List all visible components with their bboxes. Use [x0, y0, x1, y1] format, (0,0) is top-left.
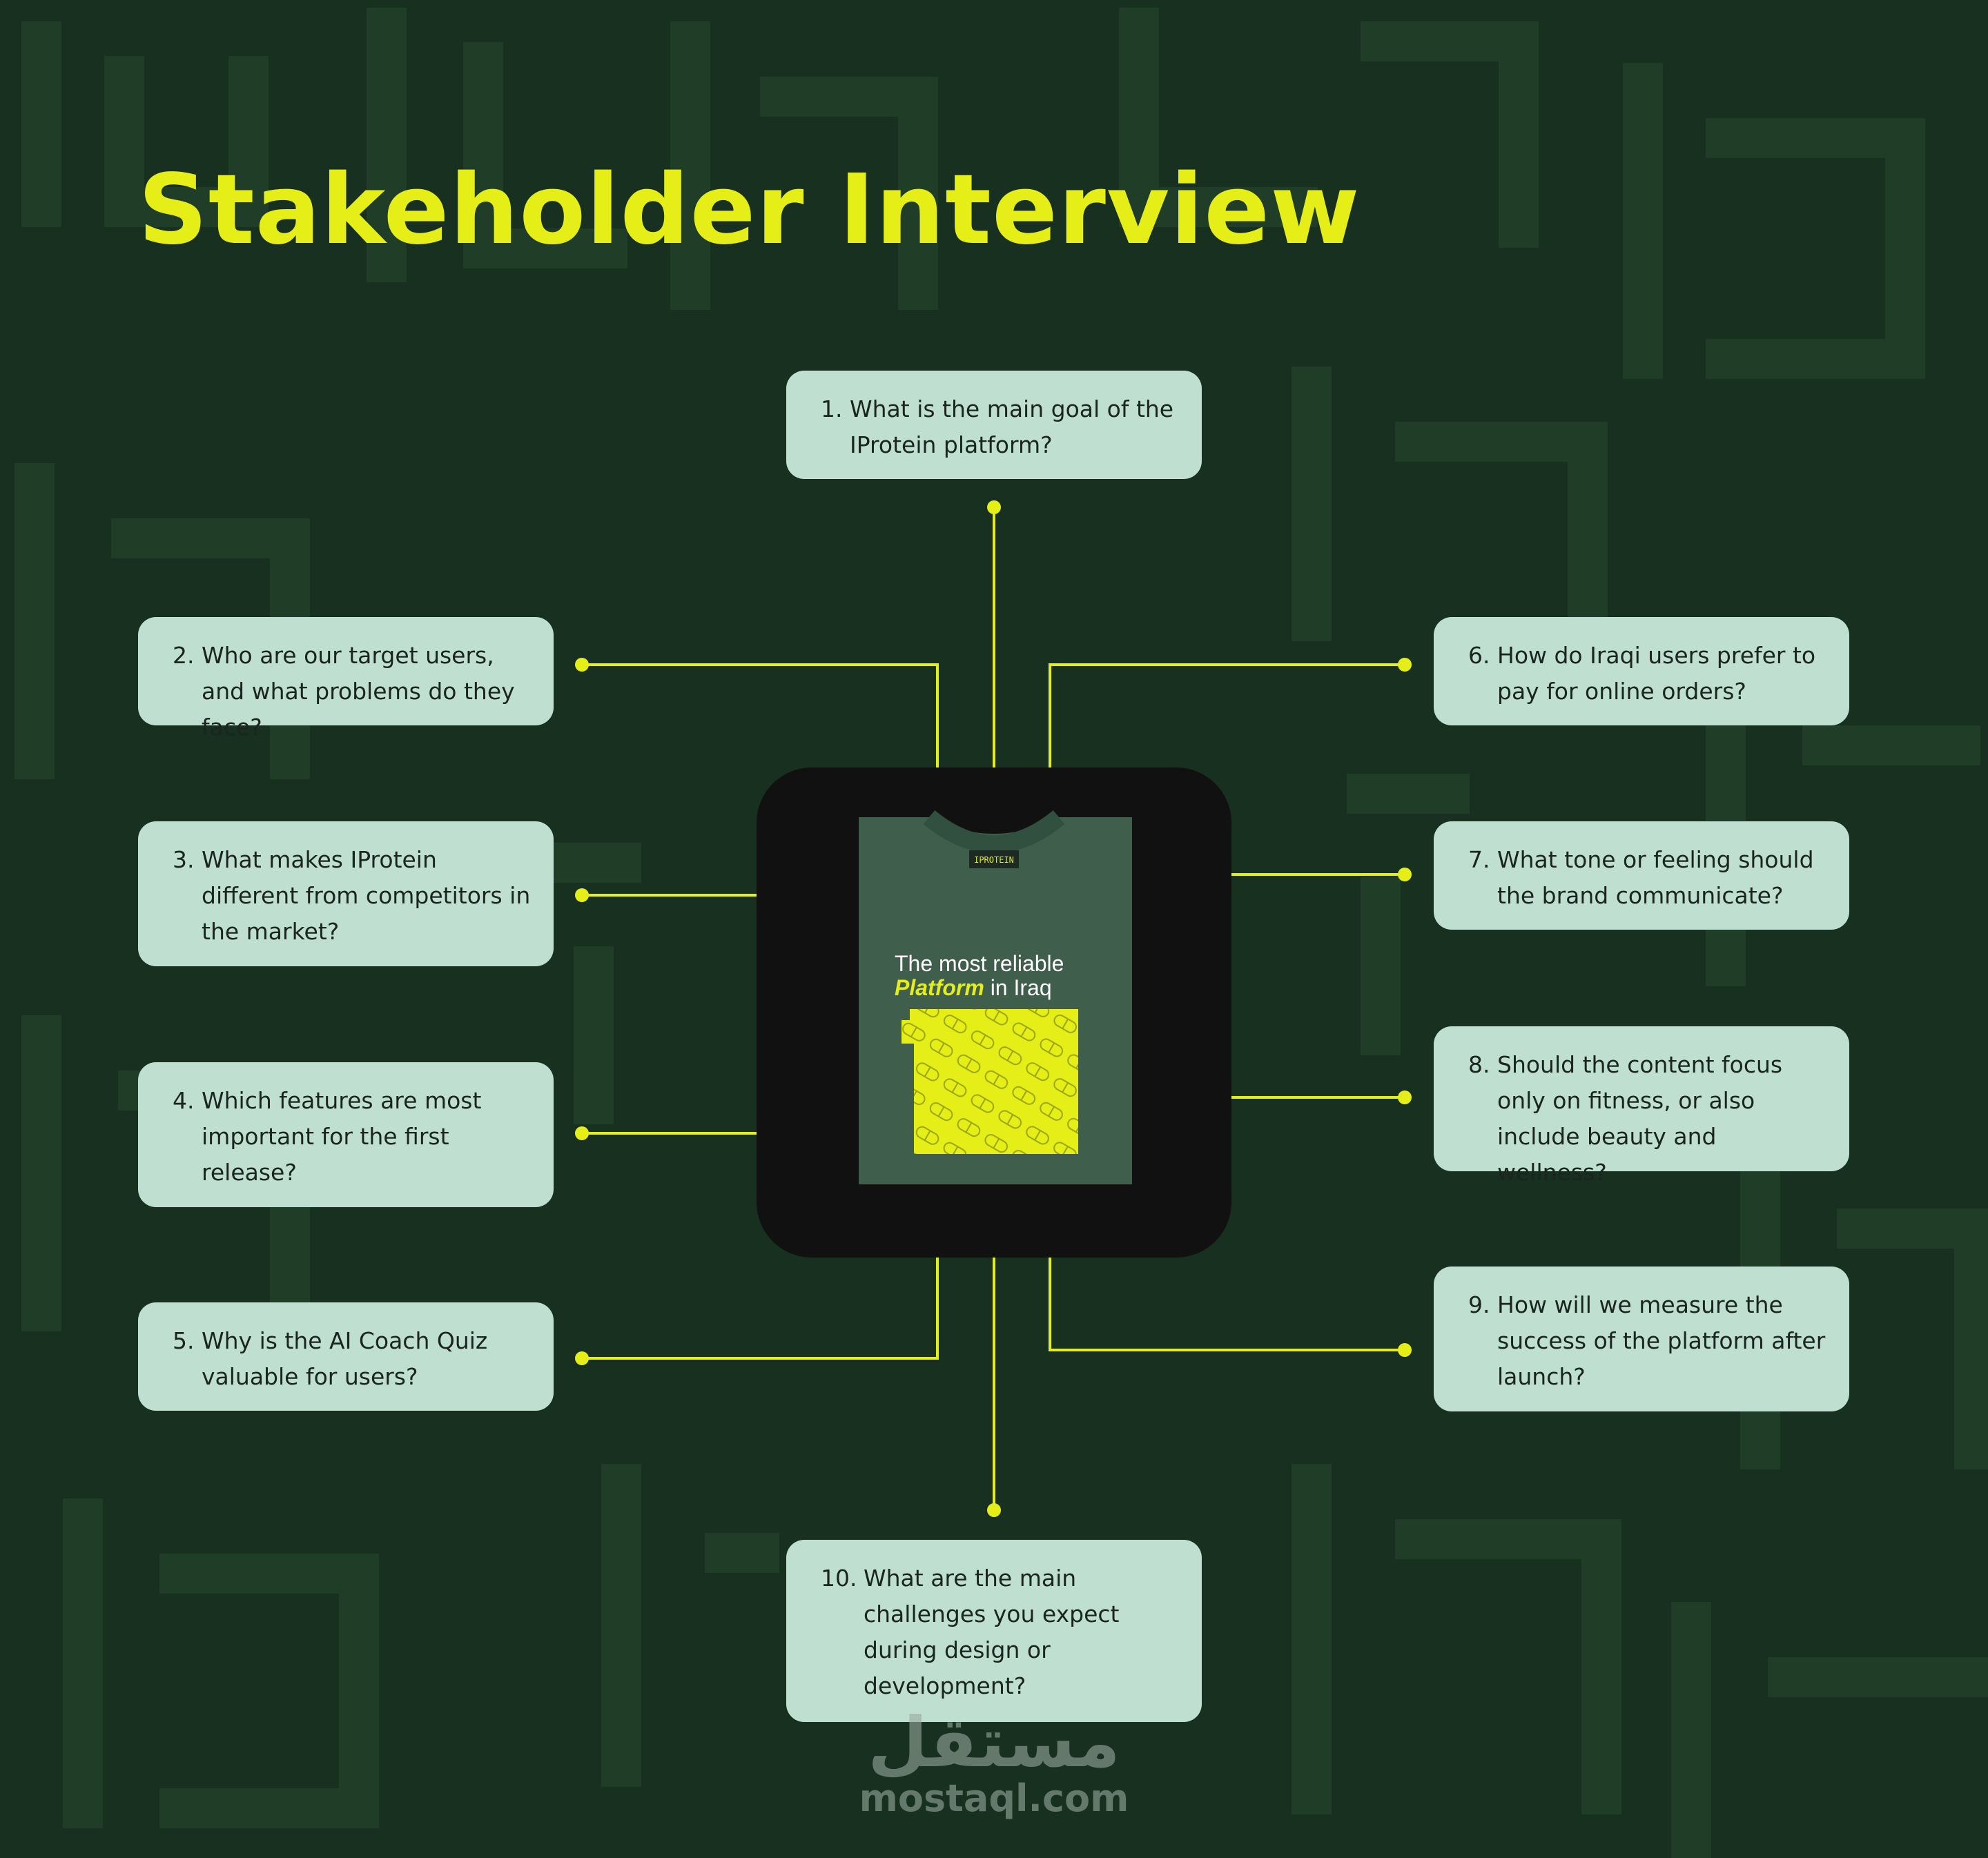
center-image-frame: IPROTEIN The most reliable Platform in I… — [757, 767, 1231, 1258]
question-card-5: 5.Why is the AI Coach Quiz valuable for … — [138, 1302, 554, 1411]
question-card-2: 2.Who are our target users, and what pro… — [138, 617, 554, 741]
question-10-text: 10.What are the main challenges you expe… — [821, 1561, 1180, 1704]
tshirt-label: IPROTEIN — [974, 855, 1014, 865]
question-3-text: 3.What makes IProtein different from com… — [173, 842, 532, 950]
question-5-text: 5.Why is the AI Coach Quiz valuable for … — [173, 1323, 532, 1395]
question-7-number: 7. — [1468, 846, 1490, 873]
tshirt-image: IPROTEIN The most reliable Platform in I… — [859, 810, 1132, 1184]
question-9-number: 9. — [1468, 1291, 1490, 1318]
connector-dot-2 — [575, 658, 589, 672]
connector-dot-8 — [1398, 1091, 1412, 1104]
connector-dot-5 — [575, 1351, 589, 1365]
connector-9 — [1049, 1258, 1405, 1351]
question-card-4: 4.Which features are most important for … — [138, 1062, 554, 1207]
question-card-1: 1.What is the main goal of the IProtein … — [786, 371, 1202, 479]
connector-5 — [582, 1258, 939, 1360]
question-card-10: 10.What are the main challenges you expe… — [786, 1540, 1202, 1722]
question-2-text: 2.Who are our target users, and what pro… — [173, 638, 532, 745]
question-8-number: 8. — [1468, 1051, 1490, 1078]
question-card-7: 7.What tone or feeling should the brand … — [1434, 821, 1849, 930]
question-9-text: 9.How will we measure the success of the… — [1468, 1287, 1827, 1395]
connector-dot-10 — [987, 1503, 1001, 1517]
question-card-6: 6.How do Iraqi users prefer to pay for o… — [1434, 617, 1849, 725]
question-2-number: 2. — [173, 642, 195, 669]
question-10-number: 10. — [821, 1565, 857, 1592]
tshirt-headline-line2: Platform in Iraq — [895, 975, 1052, 1000]
footer-watermark: مستقل mostaql.com — [0, 1702, 1988, 1821]
connector-dot-6 — [1398, 658, 1412, 672]
question-7-text: 7.What tone or feeling should the brand … — [1468, 842, 1827, 914]
connector-6 — [1049, 663, 1405, 767]
question-5-number: 5. — [173, 1327, 195, 1354]
connector-dot-7 — [1398, 868, 1412, 881]
watermark-domain: mostaql.com — [859, 1777, 1129, 1820]
connector-dot-3 — [575, 888, 589, 902]
connector-dot-4 — [575, 1126, 589, 1140]
question-8-text: 8.Should the content focus only on fitne… — [1468, 1047, 1827, 1191]
question-6-number: 6. — [1468, 642, 1490, 669]
question-card-3: 3.What makes IProtein different from com… — [138, 821, 554, 966]
question-3-number: 3. — [173, 846, 195, 873]
question-1-text: 1.What is the main goal of the IProtein … — [821, 391, 1180, 463]
connector-dot-9 — [1398, 1343, 1412, 1357]
question-1-number: 1. — [821, 395, 843, 422]
connector-2 — [582, 663, 939, 767]
question-card-9: 9.How will we measure the success of the… — [1434, 1267, 1849, 1411]
question-4-text: 4.Which features are most important for … — [173, 1083, 532, 1191]
question-4-number: 4. — [173, 1087, 195, 1114]
tshirt-headline-line1: The most reliable — [895, 951, 1064, 976]
watermark-arabic: مستقل — [868, 1702, 1120, 1783]
page-title: Stakeholder Interview — [138, 154, 1361, 266]
connector-dot-1 — [987, 500, 1001, 514]
question-card-8: 8.Should the content focus only on fitne… — [1434, 1026, 1849, 1186]
question-6-text: 6.How do Iraqi users prefer to pay for o… — [1468, 638, 1827, 710]
